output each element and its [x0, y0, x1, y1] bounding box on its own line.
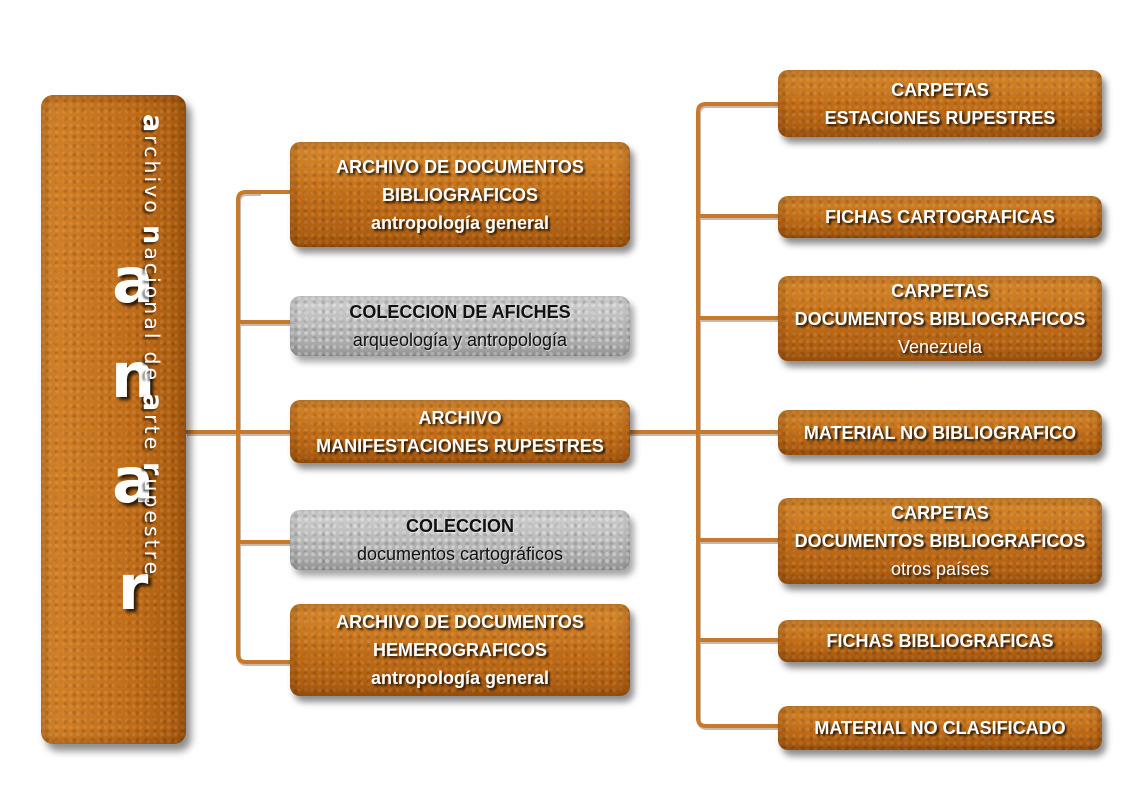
- box-carpetas-documentos-bibliograficos-otros-paises: CARPETAS DOCUMENTOS BIBLIOGRAFICOS otros…: [778, 498, 1102, 584]
- box-line: arqueología y antropología: [352, 330, 568, 350]
- vertical-word-nacional: nacional: [137, 225, 168, 342]
- box-line: MANIFESTACIONES RUPESTRES: [316, 435, 604, 456]
- anar-logo-panel: a n a r: [41, 95, 186, 744]
- box-line: MATERIAL NO CLASIFICADO: [814, 718, 1066, 738]
- logo-letter-r: r: [117, 551, 149, 624]
- box-line: CARPETAS: [891, 79, 989, 100]
- vertical-initial-letter: a: [137, 392, 168, 414]
- vertical-word-de: de: [140, 351, 164, 384]
- box-line: CARPETAS: [891, 280, 989, 301]
- vertical-initial-letter: a: [137, 114, 168, 136]
- logo-letter-n: n: [110, 339, 156, 412]
- vertical-initial-letter: r: [137, 461, 168, 478]
- logo-letter-a2: a: [112, 444, 154, 517]
- box-line: FICHAS CARTOGRAFICAS: [825, 207, 1055, 227]
- box-carpetas-estaciones-rupestres: CARPETAS ESTACIONES RUPESTRES: [778, 70, 1102, 137]
- box-carpetas-documentos-bibliograficos-venezuela: CARPETAS DOCUMENTOS BIBLIOGRAFICOS Venez…: [778, 276, 1102, 361]
- box-line: antropología general: [370, 668, 550, 688]
- box-line: HEMEROGRAFICOS: [372, 640, 547, 660]
- box-fichas-bibliograficas: FICHAS BIBLIOGRAFICAS: [778, 620, 1102, 662]
- box-line: MATERIAL NO BIBLIOGRAFICO: [803, 422, 1077, 443]
- box-line: ESTACIONES RUPESTRES: [824, 107, 1056, 128]
- box-line: CARPETAS: [891, 503, 989, 523]
- box-line: ARCHIVO: [418, 407, 502, 428]
- box-line: ARCHIVO DE DOCUMENTOS: [336, 156, 584, 177]
- box-line: DOCUMENTOS BIBLIOGRAFICOS: [794, 308, 1086, 329]
- box-line: COLECCION: [406, 516, 514, 536]
- box-coleccion-documentos-cartograficos: COLECCION documentos cartográficos: [290, 510, 630, 570]
- logo-letter-a1: a: [112, 244, 154, 317]
- box-material-no-clasificado: MATERIAL NO CLASIFICADO: [778, 706, 1102, 750]
- box-line: Venezuela: [897, 336, 983, 357]
- box-line: COLECCION DE AFICHES: [349, 302, 571, 322]
- vertical-word-arte: arte: [137, 392, 168, 452]
- box-material-no-bibliografico: MATERIAL NO BIBLIOGRAFICO: [778, 410, 1102, 455]
- vertical-initial-letter: n: [137, 225, 168, 248]
- box-line: ARCHIVO DE DOCUMENTOS: [336, 612, 584, 632]
- box-line: documentos cartográficos: [356, 544, 564, 564]
- logo-vertical-title: archivo nacional de arte rupestre: [137, 114, 168, 577]
- box-line: otros países: [890, 559, 990, 579]
- box-archivo-documentos-bibliograficos: ARCHIVO DE DOCUMENTOS BIBLIOGRAFICOS ant…: [290, 142, 630, 247]
- box-line: BIBLIOGRAFICOS: [382, 184, 538, 205]
- box-archivo-manifestaciones-rupestres: ARCHIVO MANIFESTACIONES RUPESTRES: [290, 400, 630, 463]
- box-archivo-documentos-hemerograficos: ARCHIVO DE DOCUMENTOS HEMEROGRAFICOS ant…: [290, 604, 630, 696]
- box-line: DOCUMENTOS BIBLIOGRAFICOS: [794, 531, 1086, 551]
- box-coleccion-afiches: COLECCION DE AFICHES arqueología y antro…: [290, 296, 630, 356]
- box-line: FICHAS BIBLIOGRAFICAS: [826, 631, 1054, 651]
- vertical-word-rupestre: rupestre: [137, 461, 168, 577]
- vertical-word-archivo: archivo: [137, 114, 168, 216]
- box-line: antropología general: [370, 212, 550, 233]
- box-fichas-cartograficas: FICHAS CARTOGRAFICAS: [778, 196, 1102, 238]
